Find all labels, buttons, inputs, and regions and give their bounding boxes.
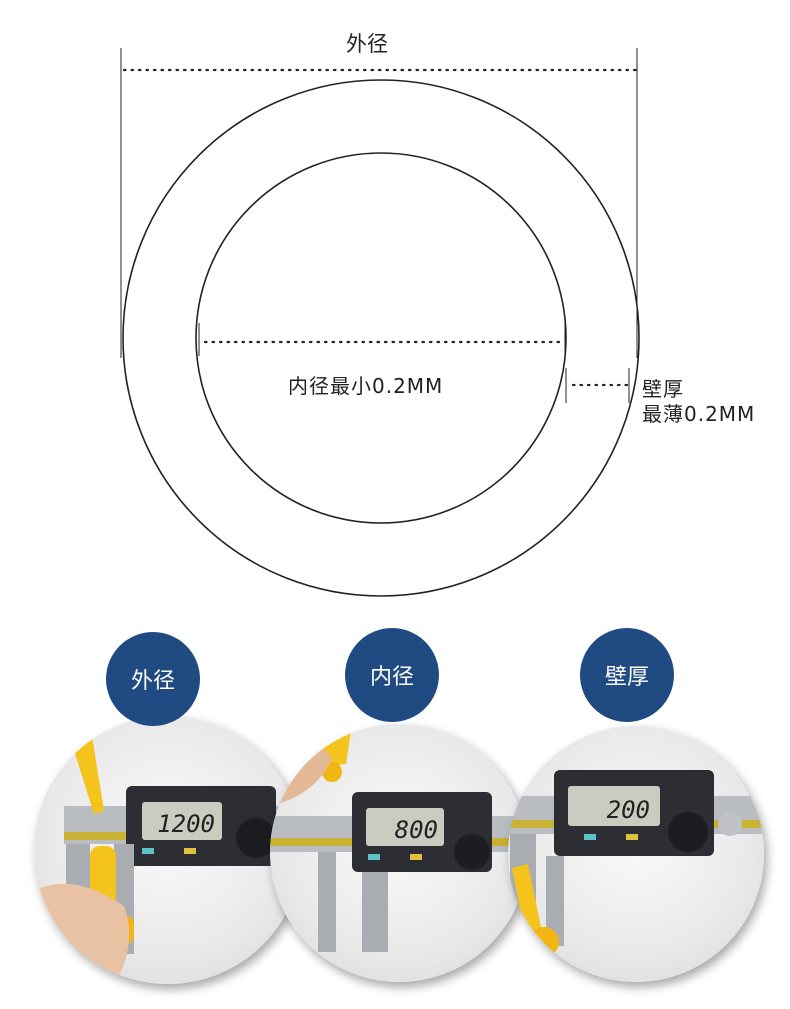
ring-diagram [120,48,640,597]
inner-circle [195,152,567,524]
outer-circle [122,79,640,597]
outer-diameter-badge: 外径 [106,632,200,726]
wall-thickness-badge: 壁厚 [580,628,674,722]
caliper-reading: 800 [395,816,438,844]
photo-wall-thickness: 200 [508,726,764,982]
inner-diameter-badge: 内径 [345,628,439,722]
caliper-reading: 200 [607,796,650,824]
caliper-icon: 800 [270,792,528,952]
caliper-icon: 200 [508,770,764,946]
wall-thickness-label: 壁厚 最薄0.2MM [642,377,755,427]
wall-thickness-min: 最薄0.2MM [642,402,756,426]
outer-diameter-label: 外径 [346,32,388,56]
caliper-reading: 1200 [157,810,215,838]
wall-thickness-title: 壁厚 [642,377,684,401]
photo-outer-diameter: 1200 [34,716,302,984]
photo-inner-diameter: 800 [270,724,528,982]
caliper-icon: 1200 [64,786,302,954]
inner-diameter-label: 内径最小0.2MM [288,374,444,398]
